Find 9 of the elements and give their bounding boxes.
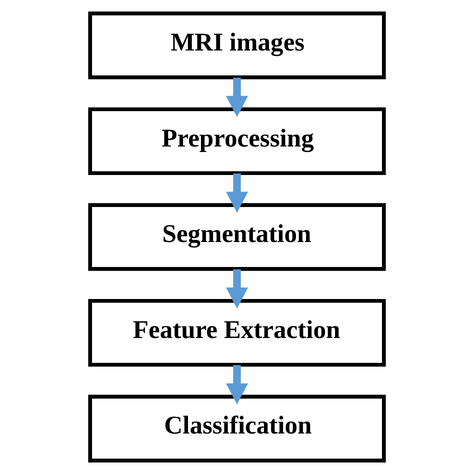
arrow [226, 174, 248, 213]
arrow [226, 269, 248, 309]
node-box: Feature Extraction [88, 298, 386, 367]
node-box: Classification [88, 394, 386, 462]
arrow [226, 78, 248, 117]
arrow [226, 365, 248, 404]
node-box: MRI images [88, 12, 386, 80]
node-box: Preprocessing [88, 107, 386, 176]
node-box: Segmentation [88, 203, 386, 271]
